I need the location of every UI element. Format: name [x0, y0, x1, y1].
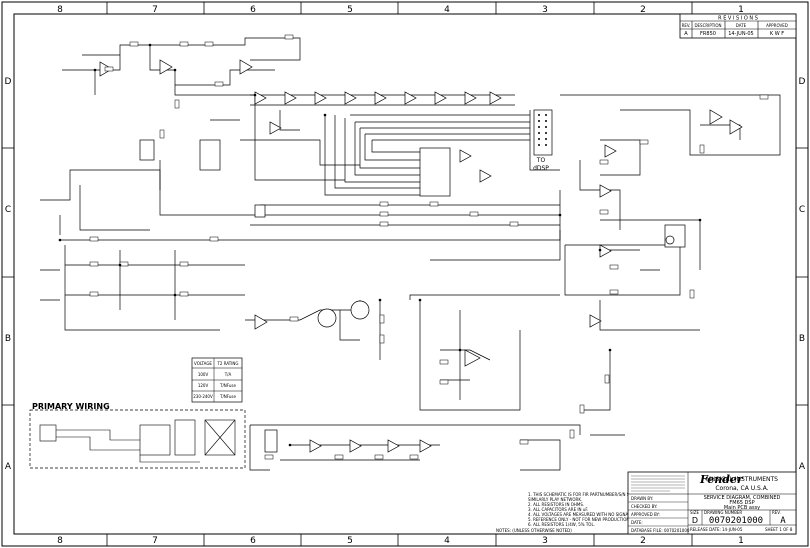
- zone-col-bot-3: 3: [542, 536, 548, 546]
- model-name: FM65 DSP: [729, 500, 754, 506]
- transistor-q1: [317, 308, 337, 328]
- zone-col-top-3: 3: [542, 5, 548, 15]
- date-label: DATE:: [631, 520, 643, 525]
- top-zone-labels: 8 7 6 5 4 3 2 1: [57, 5, 744, 15]
- vt-h-voltage: VOLTAGE: [194, 361, 212, 366]
- switch-block: [199, 139, 221, 171]
- transistor-q2: [350, 300, 370, 320]
- inner-frame: [13, 13, 797, 535]
- size-label: SIZE: [690, 510, 699, 515]
- zone-col-top-4: 4: [444, 5, 450, 15]
- note-line-7: 6. ALL RESISTORS 1/4W, 5% TOL.: [528, 522, 595, 527]
- note-line-6: 5. REFERENCE ONLY - NOT FOR NEW PRODUCTI…: [528, 517, 631, 522]
- primary-wiring-section: PRIMARY WIRING: [29, 402, 246, 469]
- filter-ic: [264, 429, 278, 453]
- vt-r2-r: T/NFuse: [219, 383, 236, 388]
- rev-row-rev: A: [684, 31, 688, 37]
- zone-row-right-c: C: [799, 205, 805, 215]
- ic-blocks: [139, 139, 686, 453]
- zone-row-right-b: B: [799, 334, 805, 344]
- rev-value: A: [780, 516, 786, 526]
- drawing-number: 0070201000: [709, 516, 763, 526]
- component-boxes: [89, 34, 769, 460]
- vt-r1-v: 100V: [198, 372, 209, 377]
- rev-row-date: 14-JUN-05: [728, 31, 754, 37]
- revisions-title: R E V I S I O N S: [718, 16, 758, 22]
- notes-footer: NOTES: (UNLESS OTHERWISE NOTED): [496, 528, 572, 533]
- zone-col-top-8: 8: [57, 5, 63, 15]
- to-label: TO: [536, 157, 546, 164]
- rev-header-description: DESCRIPTION: [694, 23, 721, 28]
- left-zone-labels: D C B A: [5, 77, 12, 472]
- title-block: Fender MUSICAL INSTRUMENTS Corona, CA U.…: [627, 471, 797, 535]
- note-line-3: 2. ALL RESISTORS IN OHMS.: [528, 502, 584, 507]
- junction-dots: [58, 43, 702, 447]
- zone-col-bot-8: 8: [57, 536, 63, 546]
- rev-label: REV.: [772, 510, 781, 515]
- dsp-ic: [419, 147, 451, 197]
- drawing-title: SERVICE DIAGRAM, COMBINED: [704, 495, 781, 501]
- rev-row-approved: K W F: [770, 31, 784, 37]
- dsp-label: dDSP: [533, 165, 549, 172]
- vt-h-rating: T2 RATING: [216, 361, 238, 366]
- vt-r2-v: 120V: [198, 383, 209, 388]
- voltage-table: VOLTAGE T2 RATING 100V T/A 120V T/NFuse …: [191, 357, 243, 403]
- footswitch-jack: [139, 139, 155, 161]
- regulator: [254, 204, 266, 218]
- zone-row-left-a: A: [5, 462, 12, 472]
- zone-row-left-c: C: [5, 205, 11, 215]
- schematic-wiring: [40, 37, 781, 471]
- bottom-zone-labels: 8 7 6 5 4 3 2 1: [57, 536, 744, 546]
- note-line-1: 1. THIS SCHEMATIC IS FOR FIR PARTNUMBER/…: [528, 492, 660, 497]
- zone-col-bot-1: 1: [738, 536, 744, 546]
- vt-r1-r: T/A: [224, 372, 232, 377]
- zone-col-bot-5: 5: [347, 536, 353, 546]
- sheet-number: SHEET 1 OF 8: [765, 527, 793, 532]
- zone-col-top-7: 7: [152, 5, 158, 15]
- database-file: DATABASE FILE: 0070201000: [631, 528, 690, 533]
- rev-row-description: FR850: [700, 31, 716, 37]
- zone-row-left-b: B: [5, 334, 11, 344]
- primary-wiring-title: PRIMARY WIRING: [32, 402, 110, 411]
- approved-by-label: APPROVED BY:: [631, 512, 660, 517]
- rev-header-date: DATE: [736, 23, 747, 28]
- notes-section: 1. THIS SCHEMATIC IS FOR FIR PARTNUMBER/…: [496, 492, 660, 533]
- opamp-symbols: [99, 59, 743, 453]
- zone-col-top-6: 6: [250, 5, 256, 15]
- drawn-by-label: DRAWN BY:: [631, 496, 653, 501]
- assembly-name: Main PCB assy: [724, 505, 760, 511]
- note-line-5: 4. ALL VOLTAGES ARE MEASURED WITH NO SIG…: [528, 512, 632, 517]
- right-zone-labels: D C B A: [799, 77, 806, 472]
- fender-logo: Fender: [699, 473, 744, 486]
- size-value: D: [692, 516, 698, 525]
- dsp-header-pins: [538, 114, 547, 146]
- rev-header-rev: REV.: [682, 23, 691, 28]
- rev-header-approved: APPROVED: [766, 23, 788, 28]
- zone-row-right-a: A: [799, 462, 806, 472]
- zone-col-bot-2: 2: [640, 536, 646, 546]
- release-date: 14-JUN-05: [722, 527, 743, 532]
- company-location: Corona, CA U.S.A.: [715, 485, 768, 492]
- zone-col-bot-6: 6: [250, 536, 256, 546]
- company-name: MUSICAL INSTRUMENTS: [706, 476, 778, 483]
- note-line-2: SIMILARLY PLAY NETWORK.: [528, 497, 582, 502]
- zone-col-top-5: 5: [347, 5, 353, 15]
- release-label: RELEASE DATE:: [690, 527, 721, 532]
- drawing-number-label: DRAWING NUMBER: [704, 510, 742, 515]
- speaker-jack: [665, 235, 675, 245]
- zone-row-left-d: D: [5, 77, 12, 87]
- vt-r3-v: 230-240V: [193, 394, 213, 399]
- zone-col-top-2: 2: [640, 5, 646, 15]
- zone-col-bot-7: 7: [152, 536, 158, 546]
- vt-r3-r: T/NFuse: [219, 394, 236, 399]
- checked-by-label: CHECKED BY:: [631, 504, 657, 509]
- revisions-block: R E V I S I O N S REV. DESCRIPTION DATE …: [679, 13, 797, 39]
- note-line-4: 3. ALL CAPACITORS ARE IN uF.: [528, 507, 588, 512]
- zone-col-top-1: 1: [738, 5, 744, 15]
- zone-col-bot-4: 4: [444, 536, 450, 546]
- zone-row-right-d: D: [799, 77, 806, 87]
